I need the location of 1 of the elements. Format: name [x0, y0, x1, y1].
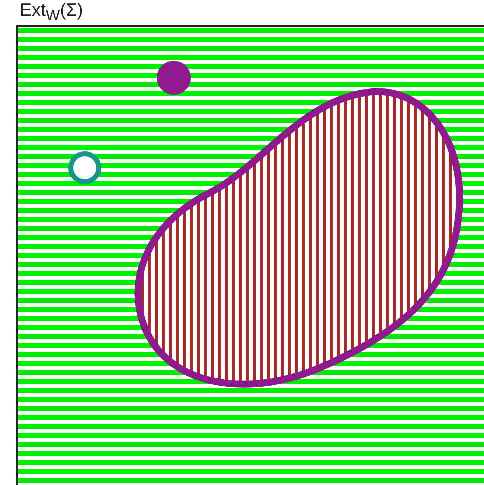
set-title: Ext$_{W}$(Σ)	[20, 0, 84, 27]
